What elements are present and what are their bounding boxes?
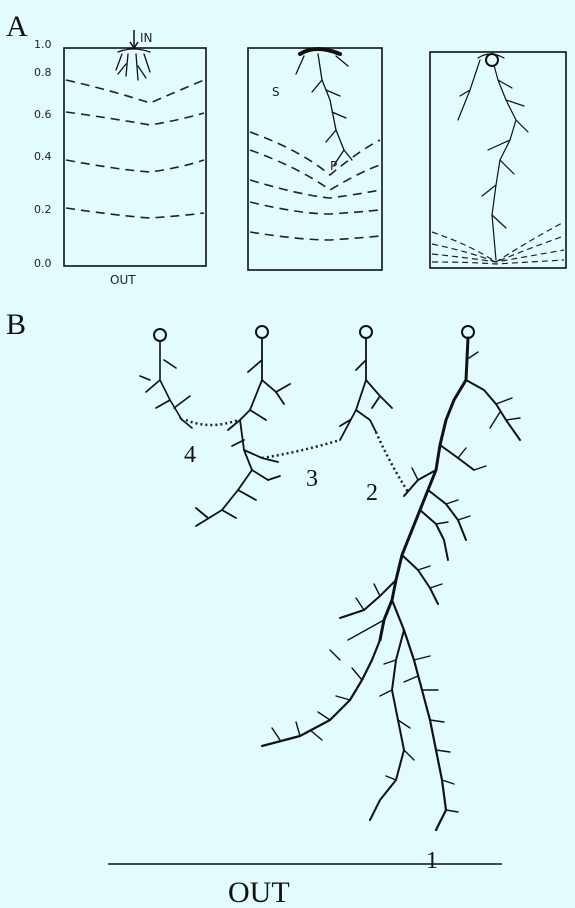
y-tick-0-2: 0.2 <box>34 203 52 216</box>
branch-4 <box>140 341 192 428</box>
in-label: IN <box>140 31 153 45</box>
dotted-link-3 <box>262 440 340 458</box>
panel-a-label: A <box>6 10 28 43</box>
branch-1-tree <box>262 338 520 830</box>
y-tick-1-0: 1.0 <box>34 38 52 51</box>
panel-b-label: B <box>6 308 26 341</box>
y-tick-0-6: 0.6 <box>34 108 52 121</box>
p-label: P <box>330 159 337 173</box>
panel-a-box-2: S P <box>248 48 382 270</box>
out-label-a: OUT <box>110 273 136 287</box>
s-label: S <box>272 85 280 99</box>
path-label-4: 4 <box>184 442 196 468</box>
out-label-b: OUT <box>228 876 290 908</box>
start-node-2 <box>256 326 268 338</box>
start-node-4 <box>462 326 474 338</box>
y-tick-0-0: 0.0 <box>34 257 52 270</box>
dotted-link-4 <box>186 420 238 425</box>
panel-a-box-1: IN OUT <box>64 30 206 287</box>
start-node-1 <box>154 329 166 341</box>
branch-3-tree <box>196 338 290 526</box>
panel-a-box-3 <box>430 52 566 268</box>
start-node-3 <box>360 326 372 338</box>
path-label-3: 3 <box>306 466 318 492</box>
branch-2-tree <box>340 338 392 440</box>
y-tick-0-8: 0.8 <box>34 66 52 79</box>
path-label-2: 2 <box>366 480 378 506</box>
path-label-1: 1 <box>426 848 438 874</box>
dotted-link-2 <box>376 432 408 492</box>
y-tick-0-4: 0.4 <box>34 150 52 163</box>
